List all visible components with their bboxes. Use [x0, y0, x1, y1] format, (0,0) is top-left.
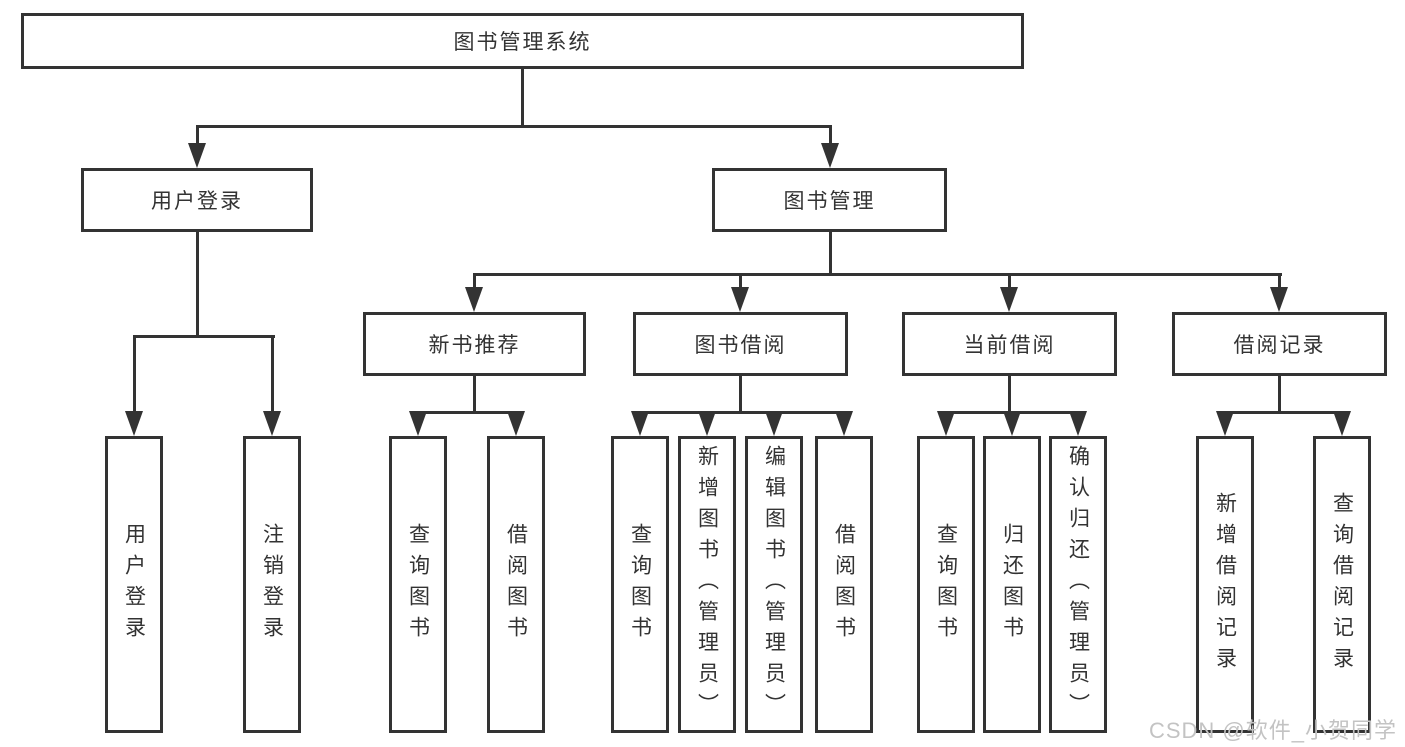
connector-line	[521, 69, 524, 128]
leaf-add-books-admin: 新增图书（管理员）	[678, 436, 736, 733]
connector-line	[1008, 376, 1011, 414]
leaf-user-login: 用户登录	[105, 436, 163, 733]
leaf-add-books-admin-label: 新增图书（管理员）	[695, 445, 719, 724]
connector-line	[1224, 411, 1344, 414]
leaf-query-borrow-record: 查询借阅记录	[1313, 436, 1371, 733]
arrowhead-down-icon	[1069, 411, 1087, 436]
arrowhead-down-icon	[731, 287, 749, 312]
node-borrow-records-label: 借阅记录	[1233, 334, 1326, 357]
connector-line	[196, 125, 832, 128]
node-current-borrow: 当前借阅	[902, 312, 1117, 376]
arrowhead-down-icon	[409, 411, 427, 436]
connector-line	[196, 125, 199, 147]
connector-line	[417, 411, 517, 414]
node-new-book-recommend: 新书推荐	[363, 312, 586, 376]
node-borrow-records: 借阅记录	[1172, 312, 1387, 376]
leaf-logout-login: 注销登录	[243, 436, 301, 733]
connector-line	[473, 273, 476, 291]
leaf-borrow-books-recommend-label: 借阅图书	[504, 522, 528, 647]
connector-line	[739, 273, 742, 291]
arrowhead-down-icon	[188, 143, 206, 168]
arrowhead-down-icon	[835, 411, 853, 436]
leaf-logout-login-label: 注销登录	[260, 522, 284, 647]
leaf-query-books-current: 查询图书	[917, 436, 975, 733]
arrowhead-down-icon	[765, 411, 783, 436]
leaf-query-books-recommend: 查询图书	[389, 436, 447, 733]
node-library-system-label: 图书管理系统	[453, 31, 592, 54]
node-current-borrow-label: 当前借阅	[963, 334, 1056, 357]
leaf-add-borrow-record-label: 新增借阅记录	[1213, 491, 1237, 678]
csdn-watermark: CSDN @软件_小贺同学	[1148, 718, 1397, 743]
leaf-confirm-return-admin: 确认归还（管理员）	[1049, 436, 1107, 733]
arrowhead-down-icon	[631, 411, 649, 436]
arrowhead-down-icon	[1216, 411, 1234, 436]
connector-line	[133, 335, 136, 413]
connector-line	[133, 335, 275, 338]
node-library-system: 图书管理系统	[21, 13, 1024, 69]
node-book-management-label: 图书管理	[783, 190, 876, 213]
node-user-login-label: 用户登录	[151, 190, 243, 213]
leaf-query-books-borrow-label: 查询图书	[628, 522, 652, 647]
connector-line	[271, 335, 274, 413]
connector-line	[1278, 376, 1281, 414]
connector-line	[639, 411, 845, 414]
leaf-edit-books-admin-label: 编辑图书（管理员）	[762, 445, 786, 724]
arrowhead-down-icon	[125, 411, 143, 436]
node-book-management: 图书管理	[712, 168, 947, 232]
leaf-confirm-return-admin-label: 确认归还（管理员）	[1066, 445, 1090, 724]
connector-line	[473, 376, 476, 414]
connector-line	[1008, 273, 1011, 291]
leaf-user-login-label: 用户登录	[122, 522, 146, 647]
leaf-borrow-books-label: 借阅图书	[832, 522, 856, 647]
connector-line	[473, 273, 1282, 276]
arrowhead-down-icon	[263, 411, 281, 436]
leaf-query-books-borrow: 查询图书	[611, 436, 669, 733]
connector-line	[196, 232, 199, 338]
node-book-borrow: 图书借阅	[633, 312, 848, 376]
arrowhead-down-icon	[698, 411, 716, 436]
node-book-borrow-label: 图书借阅	[694, 334, 787, 357]
leaf-borrow-books: 借阅图书	[815, 436, 873, 733]
arrowhead-down-icon	[937, 411, 955, 436]
connector-line	[1278, 273, 1281, 291]
node-user-login: 用户登录	[81, 168, 313, 232]
leaf-query-books-recommend-label: 查询图书	[406, 522, 430, 647]
arrowhead-down-icon	[1000, 287, 1018, 312]
arrowhead-down-icon	[465, 287, 483, 312]
leaf-add-borrow-record: 新增借阅记录	[1196, 436, 1254, 733]
leaf-query-borrow-record-label: 查询借阅记录	[1330, 491, 1354, 678]
node-new-book-recommend-label: 新书推荐	[428, 334, 521, 357]
arrowhead-down-icon	[821, 143, 839, 168]
leaf-return-books-label: 归还图书	[1000, 522, 1024, 647]
connector-line	[829, 232, 832, 276]
arrowhead-down-icon	[1333, 411, 1351, 436]
connector-line	[829, 125, 832, 147]
leaf-borrow-books-recommend: 借阅图书	[487, 436, 545, 733]
leaf-query-books-current-label: 查询图书	[934, 522, 958, 647]
arrowhead-down-icon	[1003, 411, 1021, 436]
connector-line	[739, 376, 742, 414]
arrowhead-down-icon	[1270, 287, 1288, 312]
arrowhead-down-icon	[507, 411, 525, 436]
leaf-return-books: 归还图书	[983, 436, 1041, 733]
leaf-edit-books-admin: 编辑图书（管理员）	[745, 436, 803, 733]
